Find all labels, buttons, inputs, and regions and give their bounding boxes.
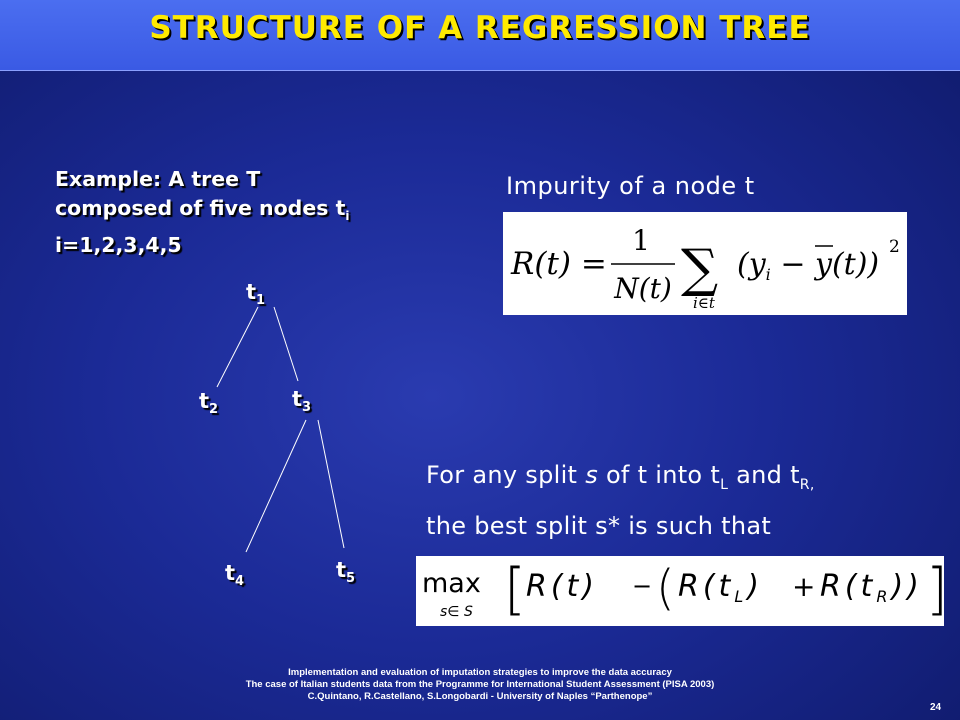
page-number: 24 [930, 702, 942, 713]
footer-line-2: The case of Italian students data from t… [245, 679, 715, 690]
plus-sign: + [792, 570, 815, 603]
formula-exponent: 2 [889, 237, 900, 257]
max-operator: max [422, 568, 481, 599]
example-line-3: i=1,2,3,4,5 [55, 233, 182, 258]
edge-t3-t5 [317, 419, 345, 549]
close-bracket: ] [926, 557, 944, 622]
edge-t3-t4 [245, 419, 307, 553]
ybar: y [813, 247, 833, 282]
split-line-1: For any split s of t into tL and tR, [426, 461, 815, 493]
sum-symbol: ∑ [681, 239, 718, 299]
footer-line-3: C.Quintano, R.Castellano, S.Longobardi -… [307, 691, 653, 702]
open-paren: ( [656, 560, 675, 616]
open-bracket: [ [504, 557, 526, 622]
max-index: s∈ S [440, 604, 473, 620]
sum-index: i∈t [693, 294, 716, 312]
footer: Implementation and evaluation of imputat… [180, 667, 780, 703]
term-R-tL: R(tL) [678, 569, 763, 606]
minus-sign: − [632, 572, 652, 600]
term-R-tR: R(tR)) [820, 569, 923, 606]
title-bar: STRUCTURE OF A REGRESSION TREE [0, 0, 960, 71]
formula-numerator: 1 [632, 224, 650, 257]
impurity-formula: R(t) = 1 N(t) ∑ i∈t (yi − y(t)) 2 [503, 212, 907, 315]
best-split-formula-svg: max s∈ S [ R(t) − ( R(tL) + R(tR)) ] [422, 557, 948, 622]
impurity-formula-svg: R(t) = 1 N(t) ∑ i∈t (yi − y(t)) 2 [510, 224, 900, 312]
example-text: Example: A tree T composed of five nodes… [55, 165, 475, 260]
split-line-2: the best split s* is such that [426, 511, 772, 540]
edge-t1-t3 [273, 306, 299, 382]
node-t3: t3 [292, 387, 312, 416]
best-split-formula: max s∈ S [ R(t) − ( R(tL) + R(tR)) ] [416, 556, 948, 626]
node-t4: t4 [225, 561, 245, 590]
term-R-t: R(t) [526, 569, 598, 604]
formula-body: (yi − y(t)) [737, 247, 879, 284]
slide-title: STRUCTURE OF A REGRESSION TREE [149, 10, 811, 46]
impurity-label: Impurity of a node t [506, 172, 755, 200]
formula-denominator: N(t) [613, 272, 672, 305]
footer-line-1: Implementation and evaluation of imputat… [288, 667, 672, 678]
example-line-2: composed of five nodes ti [55, 196, 350, 224]
split-text: For any split s of t into tL and tR, the… [426, 455, 956, 547]
node-t2: t2 [199, 389, 219, 418]
edge-t1-t2 [216, 306, 259, 388]
node-t5: t5 [336, 558, 356, 587]
example-line-1: Example: A tree T [55, 167, 261, 191]
node-t1: t1 [246, 280, 266, 309]
formula-lhs: R(t) = [510, 246, 607, 282]
